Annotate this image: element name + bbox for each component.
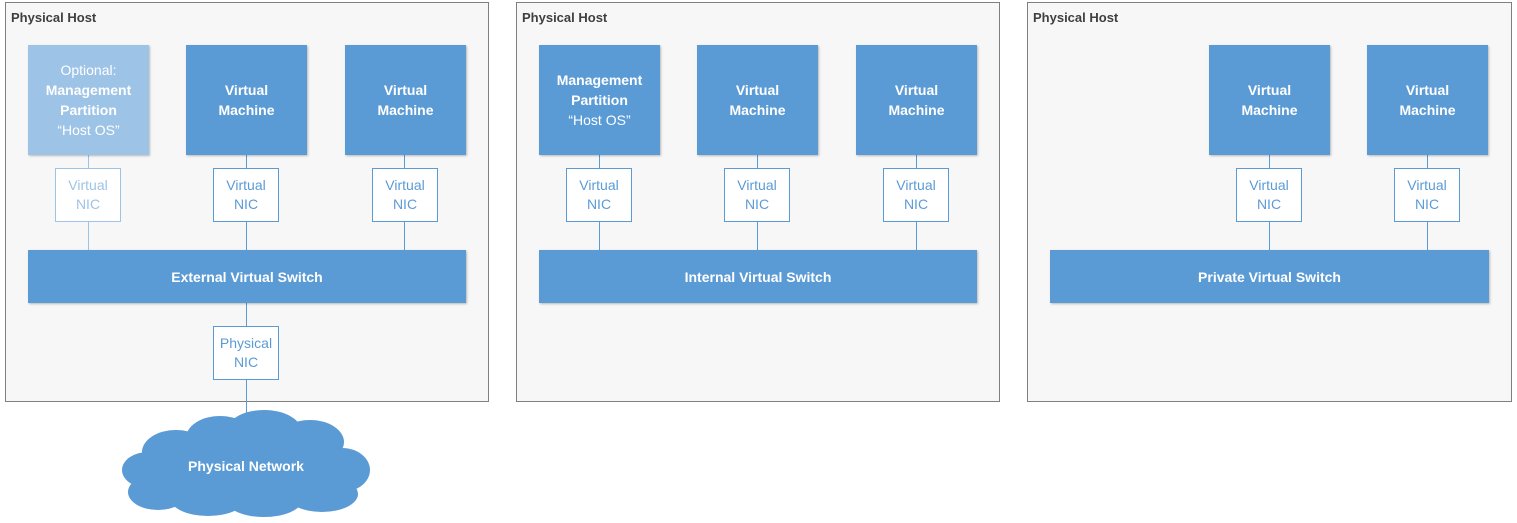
vm-label-line: Machine: [888, 102, 945, 118]
switch-label: Internal Virtual Switch: [684, 268, 832, 285]
nic-label-line: Virtual: [896, 177, 936, 193]
external-virtual-switch: External Virtual Switch: [28, 250, 466, 303]
physical-nic-box: Physical NIC: [213, 326, 279, 380]
vm-label-line: Optional:: [60, 62, 117, 78]
vm-label-line: Virtual: [1405, 82, 1450, 98]
vm-label-line: Machine: [729, 102, 786, 118]
vm-label-line: Virtual: [224, 82, 269, 98]
virtual-nic-box: Virtual NIC: [1236, 168, 1302, 222]
virtual-nic-box: Virtual NIC: [883, 168, 949, 222]
nic-label-line: NIC: [392, 196, 418, 212]
nic-label-line: Virtual: [1249, 177, 1289, 193]
nic-label-line: Virtual: [579, 177, 619, 193]
switch-label: External Virtual Switch: [171, 268, 323, 285]
physical-network-cloud: [122, 410, 370, 517]
management-partition-box: Management Partition “Host OS”: [539, 45, 660, 155]
nic-label-line: NIC: [744, 196, 770, 212]
internal-virtual-switch: Internal Virtual Switch: [539, 250, 977, 303]
nic-label-line: Virtual: [68, 177, 108, 193]
nic-label-line: Virtual: [737, 177, 777, 193]
nic-label-line: NIC: [233, 354, 259, 370]
vm-label-line: Machine: [1241, 102, 1298, 118]
nic-label-line: Virtual: [226, 177, 266, 193]
virtual-nic-box: Virtual NIC: [1394, 168, 1460, 222]
virtual-machine-box: Virtual Machine: [1367, 45, 1488, 155]
vm-label-line: Virtual: [894, 82, 939, 98]
vm-label-line: Partition: [60, 102, 117, 118]
vm-label-line: Virtual: [1247, 82, 1292, 98]
virtual-machine-box: Virtual Machine: [697, 45, 818, 155]
virtual-nic-box: Virtual NIC: [566, 168, 632, 222]
virtual-machine-box: Virtual Machine: [1209, 45, 1330, 155]
virtual-machine-box: Virtual Machine: [856, 45, 977, 155]
vm-label-line: Virtual: [383, 82, 428, 98]
vm-label-line: Machine: [377, 102, 434, 118]
nic-label-line: NIC: [75, 196, 101, 212]
nic-label-line: NIC: [233, 196, 259, 212]
virtual-machine-box: Virtual Machine: [345, 45, 466, 155]
virtual-nic-box: Virtual NIC: [55, 168, 121, 222]
nic-label-line: NIC: [1256, 196, 1282, 212]
vm-label-line: Machine: [1399, 102, 1456, 118]
switch-label: Private Virtual Switch: [1198, 268, 1341, 285]
virtual-nic-box: Virtual NIC: [724, 168, 790, 222]
vm-label-line: Management: [556, 72, 643, 88]
host-title: Physical Host: [11, 10, 97, 25]
nic-label-line: Virtual: [385, 177, 425, 193]
virtual-nic-box: Virtual NIC: [372, 168, 438, 222]
nic-label-line: NIC: [903, 196, 929, 212]
virtual-machine-box: Virtual Machine: [186, 45, 307, 155]
host-title: Physical Host: [1033, 10, 1119, 25]
nic-label-line: Physical: [219, 335, 273, 351]
vm-label-line: Virtual: [735, 82, 780, 98]
management-partition-box: Optional: Management Partition “Host OS”: [28, 45, 149, 155]
private-virtual-switch: Private Virtual Switch: [1050, 250, 1489, 303]
vm-label-line: “Host OS”: [568, 112, 631, 128]
vm-label-line: “Host OS”: [57, 122, 120, 138]
nic-label-line: NIC: [1414, 196, 1440, 212]
vm-label-line: Machine: [218, 102, 275, 118]
physical-network-label: Physical Network: [188, 458, 304, 474]
host-title: Physical Host: [522, 10, 608, 25]
nic-label-line: NIC: [586, 196, 612, 212]
vm-label-line: Partition: [571, 92, 628, 108]
nic-label-line: Virtual: [1407, 177, 1447, 193]
vm-label-line: Management: [45, 82, 132, 98]
virtual-nic-box: Virtual NIC: [213, 168, 279, 222]
